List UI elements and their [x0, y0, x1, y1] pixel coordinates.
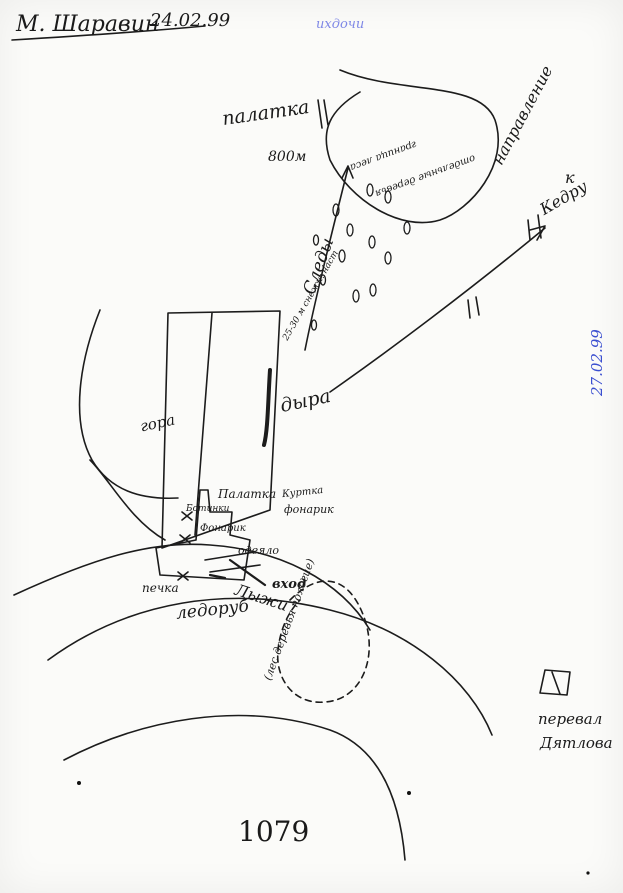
- blanket-label: одеяло: [238, 544, 280, 557]
- author-name: М. Шаравин: [16, 12, 160, 37]
- trail-line: [304, 167, 349, 351]
- pass-label-2: Дятлова: [540, 734, 613, 752]
- lean-to-label: Палатка: [218, 487, 277, 501]
- faint-stamp: ихдочи: [316, 17, 365, 32]
- lean-to-structure: [155, 489, 251, 581]
- kedr-direction-line2: к: [565, 168, 575, 187]
- tent-symbol: [317, 99, 329, 129]
- stove-label: печка: [142, 581, 179, 595]
- page-number: 1079: [238, 815, 310, 848]
- slope-curve-left: [78, 309, 179, 500]
- entrance-label: вход: [272, 577, 306, 592]
- kedr-arrow: [329, 227, 546, 393]
- forest-border-oval: [325, 69, 500, 224]
- header-underline: [11, 25, 206, 41]
- item-left-1: Ботинки: [186, 504, 230, 514]
- distance-label: 800м: [268, 149, 307, 165]
- slope-curve-1: [13, 543, 371, 631]
- flashlight-label: Фонарик: [200, 523, 246, 534]
- trees-oval: [276, 580, 370, 703]
- slope-curve-3: [63, 714, 406, 861]
- pass-symbol: [539, 669, 571, 696]
- side-date-stamp: 27.02.99: [588, 329, 606, 396]
- pass-label-1: перевал: [538, 710, 603, 728]
- torch-label-2: фонарик: [284, 503, 334, 516]
- header-date: 24.02.99: [150, 10, 231, 31]
- tent-outline: [161, 310, 281, 549]
- slope-curve-2: [47, 597, 493, 736]
